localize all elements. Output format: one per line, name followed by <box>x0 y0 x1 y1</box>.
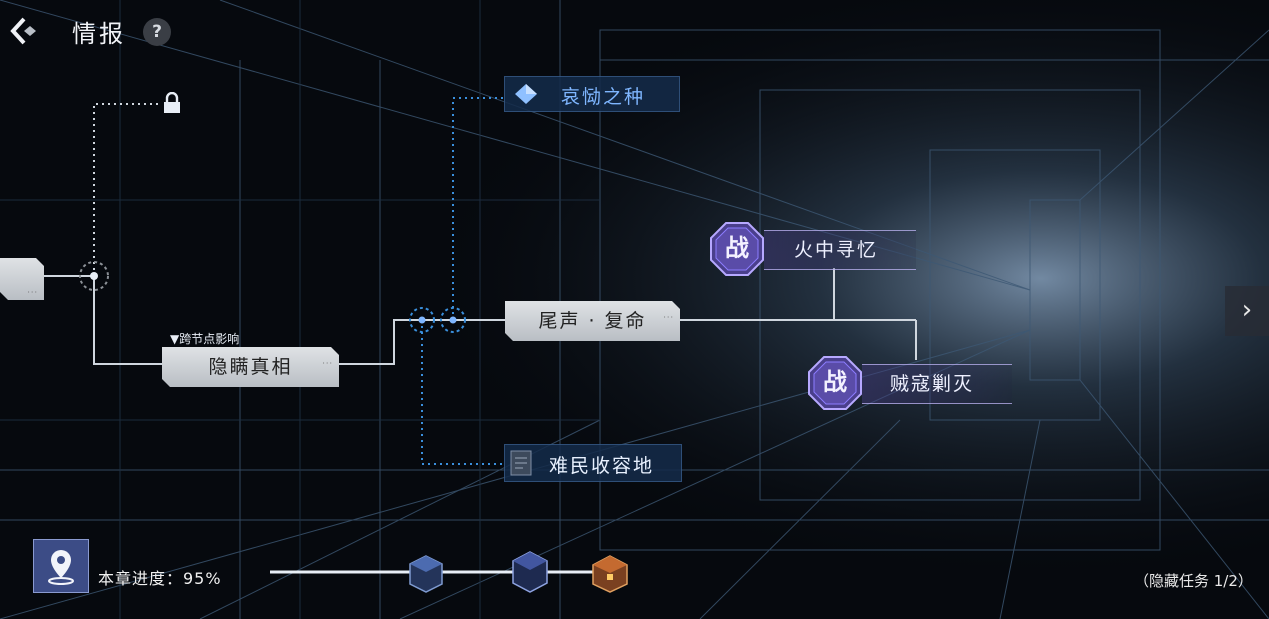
plate-dots: ··· <box>322 359 333 368</box>
junction-left <box>79 261 109 291</box>
reward-crate-icon[interactable] <box>409 555 443 593</box>
battle-octagon-icon <box>808 356 862 410</box>
plate-dots: ··· <box>27 288 38 297</box>
lock-icon <box>162 91 182 114</box>
node-label: 难民收容地 <box>549 455 655 477</box>
next-chapter-button[interactable]: › <box>1225 286 1269 336</box>
hidden-task-counter: （隐藏任务 1/2） <box>1134 572 1253 590</box>
crystal-icon <box>515 84 537 104</box>
junction-blue-1 <box>409 307 435 333</box>
node-conceal-truth[interactable]: 隐瞒真相 ··· <box>162 347 339 387</box>
help-button[interactable]: ? <box>143 18 171 46</box>
battle-badge-bandit-purge[interactable]: 战 <box>806 354 864 412</box>
node-label: 贼寇剿灭 <box>890 373 975 395</box>
node-epilogue[interactable]: 尾声 · 复命 ··· <box>505 301 680 341</box>
junction-blue-2 <box>440 307 466 333</box>
node-grief-seed[interactable]: 哀恸之种 <box>504 76 680 112</box>
chevron-right-icon: › <box>1241 295 1253 325</box>
battle-badge-fire-memory[interactable]: 战 <box>708 220 766 278</box>
node-label: 哀恸之种 <box>561 86 646 108</box>
node-label: 火中寻忆 <box>794 239 879 261</box>
cross-node-influence-note: ▼跨节点影响 <box>170 332 240 346</box>
back-button[interactable] <box>6 14 42 48</box>
node-fire-memory[interactable]: 火中寻忆 <box>764 230 916 270</box>
back-arrow-icon <box>10 17 36 45</box>
chapter-progress-bar <box>270 551 628 593</box>
document-icon <box>510 450 532 476</box>
previous-node-plate[interactable]: ··· <box>0 258 44 300</box>
node-refugee-camp[interactable]: 难民收容地 <box>504 444 682 482</box>
location-pin-icon <box>48 550 74 585</box>
chapter-progress-label: 本章进度：95% <box>98 569 222 588</box>
treasure-chest-icon[interactable] <box>592 555 628 593</box>
plate-dots: ··· <box>663 313 674 322</box>
battle-octagon-icon <box>710 222 764 276</box>
page-title: 情报 <box>72 20 126 48</box>
reward-crate-icon[interactable] <box>512 551 548 593</box>
location-button[interactable] <box>33 539 89 593</box>
node-bandit-purge[interactable]: 贼寇剿灭 <box>862 364 1012 404</box>
